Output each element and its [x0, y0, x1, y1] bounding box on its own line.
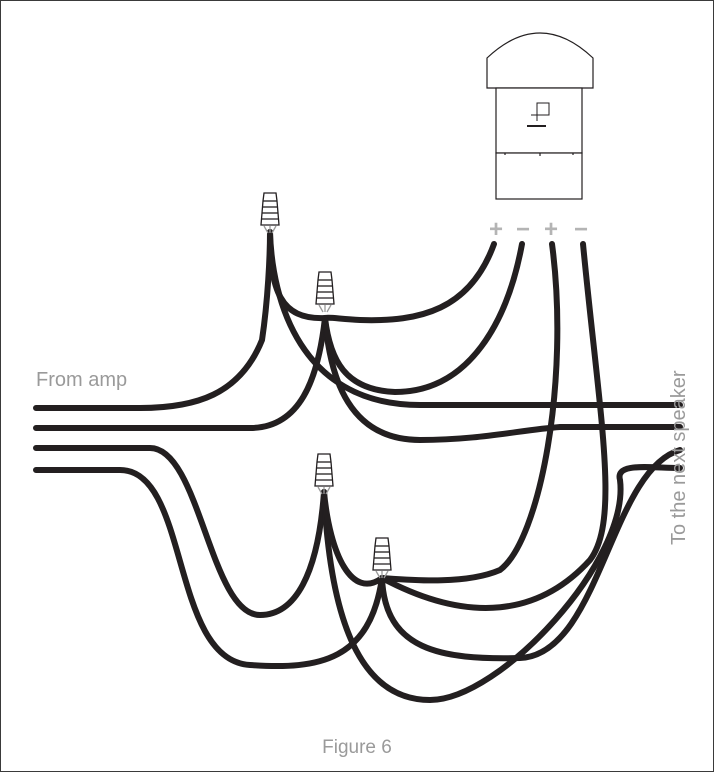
wire-nut-icon: [315, 271, 335, 313]
speaker-lead-negative-2: [379, 241, 609, 611]
terminal-positive-2: +: [544, 216, 558, 243]
branch-wire-1: [267, 229, 328, 322]
terminal-negative-1: −: [516, 216, 530, 243]
speaker-terminals: + − + −: [489, 216, 588, 243]
wire-nut-icon: [314, 453, 334, 495]
from-amp-label: From amp: [36, 369, 128, 391]
amp-wire-2: [33, 315, 328, 431]
speaker-dome: [486, 32, 594, 89]
speaker-icon: [486, 32, 594, 200]
through-wire-3: [379, 447, 683, 662]
branch-wire-2: [321, 489, 385, 587]
through-wire-4: [321, 464, 683, 704]
to-next-speaker-label: To the next speaker: [668, 370, 690, 545]
wire-nut-icon: [260, 192, 280, 234]
speaker-lead-positive-1: [322, 241, 497, 324]
terminal-negative-2: −: [574, 216, 588, 243]
speaker-lead-positive-2: [379, 241, 561, 584]
wires: [33, 229, 683, 704]
amp-wire-3: [33, 445, 327, 619]
through-wire-2: [322, 315, 683, 444]
speaker-body: [495, 87, 583, 154]
speaker-lead-negative-1: [322, 241, 525, 396]
speaker-logo: [527, 102, 550, 127]
terminal-positive-1: +: [489, 216, 503, 243]
speaker-base: [495, 152, 583, 200]
wire-nut-icon: [372, 537, 392, 579]
figure-caption: Figure 6: [322, 737, 392, 758]
